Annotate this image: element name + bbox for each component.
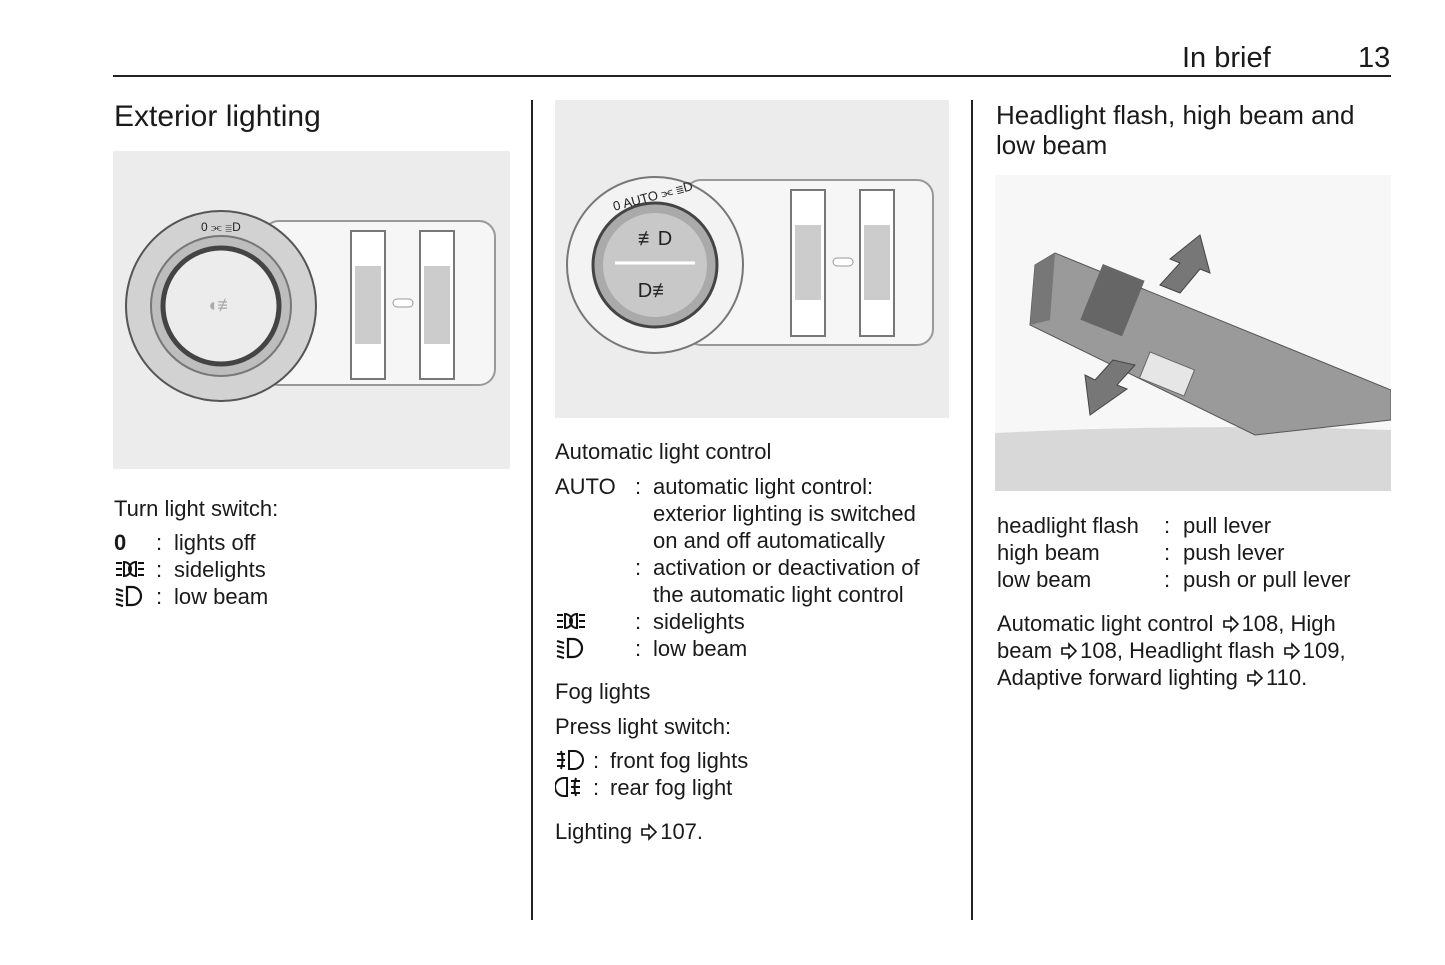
lever-table: headlight flash: pull lever high beam: pus… — [997, 512, 1351, 593]
legend-list: 0: lights off : sidelights : low beam — [114, 529, 268, 610]
item-text: low beam — [174, 584, 269, 609]
rear-fog-icon — [555, 776, 587, 798]
reference-arrow-icon — [1246, 669, 1264, 687]
sidelights-icon — [555, 610, 587, 632]
cross-reference[interactable]: Lighting 107. — [555, 818, 703, 845]
separator: : — [156, 557, 163, 582]
reference-arrow-icon — [640, 823, 658, 841]
term: high beam — [997, 540, 1100, 565]
ref-page[interactable]: 109, — [1302, 638, 1346, 663]
table-row: low beam: push or pull lever — [997, 566, 1351, 593]
header-rule — [113, 75, 1391, 77]
sidelights-icon — [114, 558, 146, 580]
cross-references: Automatic light control 108, High beam 1… — [997, 610, 1346, 691]
list-item: : low beam — [114, 583, 268, 610]
intro-text: Press light switch: — [555, 714, 732, 739]
def-line: sidelights — [653, 609, 745, 634]
auto-light-switch-illustration: ≢D D≢ 0 AUTO ⫘ ≣D — [555, 100, 949, 418]
item-text: push lever — [1183, 540, 1285, 565]
subheading: Fog lights — [555, 679, 651, 704]
list-item: : rear fog light — [555, 774, 748, 801]
section-title: In brief — [1182, 42, 1271, 74]
def-line: low beam — [653, 636, 748, 661]
svg-text:D≢: D≢ — [638, 280, 672, 302]
separator: : — [593, 775, 600, 800]
heading-line: low beam — [996, 130, 1108, 160]
ref-page[interactable]: 108, Headlight flash — [1080, 638, 1275, 663]
fog-list: : front fog lights : rear fog light — [555, 747, 748, 801]
item-text: pull lever — [1183, 513, 1272, 538]
light-switch-illustration: ◖≢ 0 ⫘ ≣D — [113, 151, 510, 469]
column-divider — [971, 100, 973, 920]
ref-page[interactable]: 108, High — [1241, 611, 1336, 636]
intro-text: Turn light switch: — [114, 496, 279, 521]
column-divider — [531, 100, 533, 920]
separator: : — [635, 609, 642, 634]
ref-text: Lighting — [555, 819, 633, 844]
reference-arrow-icon — [1060, 642, 1078, 660]
table-row: high beam: push lever — [997, 539, 1351, 566]
svg-text:≢D: ≢D — [638, 228, 672, 250]
separator: : — [156, 584, 163, 609]
item-text: front fog lights — [610, 748, 749, 773]
ref-link[interactable]: beam — [997, 638, 1053, 663]
table-row: headlight flash: pull lever — [997, 512, 1351, 539]
reference-arrow-icon — [1222, 615, 1240, 633]
list-item: : low beam — [555, 635, 920, 662]
low-beam-icon — [114, 585, 146, 607]
reference-arrow-icon — [1283, 642, 1301, 660]
ref-link[interactable]: Automatic light control — [997, 611, 1214, 636]
ref-page[interactable]: 110. — [1266, 665, 1308, 690]
def-line: automatic light control: — [653, 474, 874, 499]
def-line: exterior lighting is switched — [653, 501, 916, 526]
low-beam-icon — [555, 637, 587, 659]
list-item: : sidelights — [114, 556, 268, 583]
separator: : — [1164, 540, 1171, 565]
separator: : — [593, 748, 600, 773]
subheading: Automatic light control — [555, 439, 772, 464]
item-text: push or pull lever — [1183, 567, 1351, 592]
ref-link[interactable]: Adaptive forward lighting — [997, 665, 1238, 690]
lights-off-icon: 0 — [114, 530, 127, 555]
term: AUTO — [555, 474, 616, 499]
ref-page: 107. — [660, 819, 704, 844]
definition-list: AUTO: automatic light control:exterior li… — [555, 473, 920, 662]
def-line: on and off automatically — [653, 528, 885, 553]
item-text: lights off — [174, 530, 256, 555]
list-item: : front fog lights — [555, 747, 748, 774]
separator: : — [635, 474, 642, 499]
page-number: 13 — [1358, 42, 1391, 74]
term: headlight flash — [997, 513, 1139, 538]
lever-illustration — [995, 175, 1391, 491]
def-line: activation or deactivation of — [653, 555, 920, 580]
svg-text:0 ⫘ ≣D: 0 ⫘ ≣D — [201, 220, 241, 234]
term: low beam — [997, 567, 1092, 592]
list-item: : sidelights — [555, 608, 920, 635]
separator: : — [1164, 567, 1171, 592]
front-fog-icon — [555, 749, 587, 771]
section-heading: Exterior lighting — [114, 100, 321, 133]
def-line: the automatic light control — [653, 582, 904, 607]
heading-line: Headlight flash, high beam and — [996, 100, 1355, 130]
term — [555, 554, 635, 608]
list-item: 0: lights off — [114, 529, 268, 556]
item-text: sidelights — [174, 557, 266, 582]
separator: : — [156, 530, 163, 555]
list-item: AUTO: automatic light control:exterior li… — [555, 473, 920, 554]
separator: : — [635, 636, 642, 661]
separator: : — [1164, 513, 1171, 538]
item-text: rear fog light — [610, 775, 733, 800]
separator: : — [635, 555, 642, 580]
svg-text:◖≢: ◖≢ — [207, 295, 236, 315]
